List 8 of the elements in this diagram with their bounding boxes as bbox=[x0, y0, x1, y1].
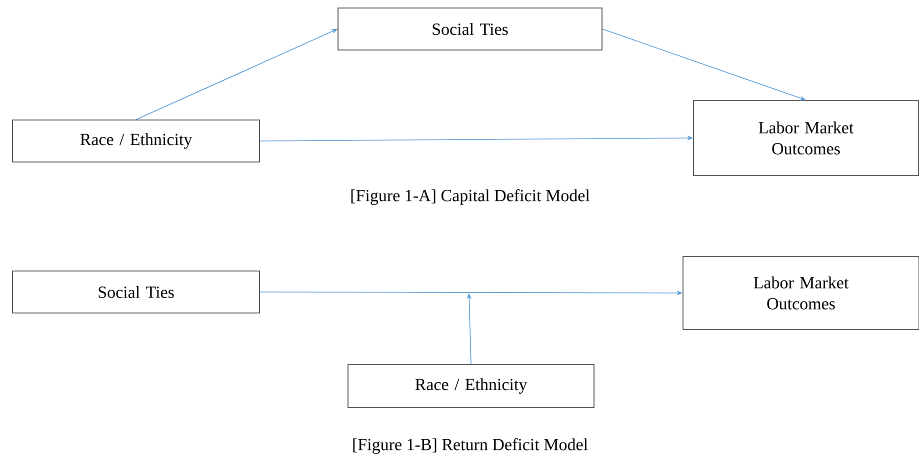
figure-caption: [Figure 1-A] Capital Deficit Model bbox=[351, 189, 590, 205]
process-box: Social Ties bbox=[338, 8, 602, 50]
process-box: Labor Market Outcomes bbox=[682, 256, 919, 330]
process-box: Race / Ethnicity bbox=[12, 120, 260, 162]
figure-caption: [Figure 1-B] Return Deficit Model bbox=[353, 438, 588, 454]
process-box: Race / Ethnicity bbox=[348, 364, 594, 408]
process-box: Labor Market Outcomes bbox=[693, 100, 919, 176]
process-box: Social Ties bbox=[12, 270, 260, 314]
